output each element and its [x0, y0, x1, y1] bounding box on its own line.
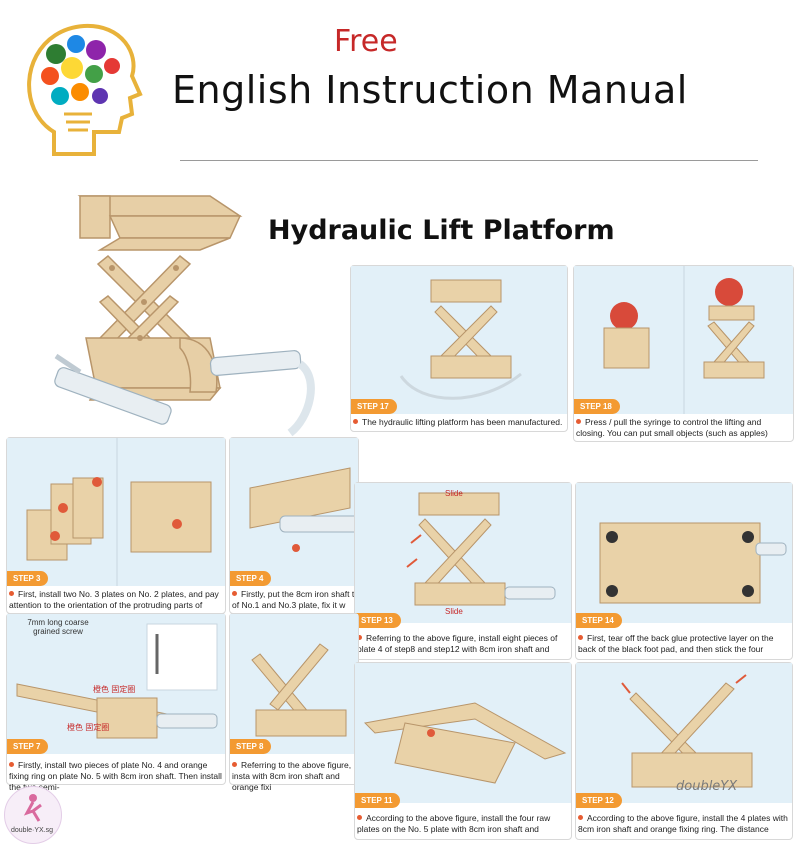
orange-ring-label-2: 橙色 固定圈: [67, 723, 110, 732]
step-14-image: [576, 483, 792, 623]
brain-lightbulb-logo: [27, 23, 143, 156]
step-3-panel: STEP 3 First, install two No. 3 plates o…: [6, 437, 226, 614]
step-13-panel: Slide Slide STEP 13 Referring to the abo…: [354, 482, 572, 660]
screw-note: 7mm long coarse grained screw: [27, 618, 89, 636]
step-17-badge: STEP 17: [351, 399, 397, 414]
step-12-badge: STEP 12: [576, 793, 622, 808]
step-13-caption: Referring to the above figure, install e…: [357, 633, 558, 654]
brand-badge: double·YX.sg: [4, 786, 62, 844]
slide-label-top: Slide: [445, 489, 463, 498]
step-8-caption: Referring to the above figure, insta wit…: [232, 760, 352, 792]
product-title: Hydraulic Lift Platform: [268, 215, 615, 246]
dancer-icon: [23, 794, 42, 822]
step-13-badge: STEP 13: [355, 613, 401, 628]
step-11-badge: STEP 11: [355, 793, 401, 808]
step-7-image: [7, 614, 225, 754]
step-11-image: [355, 663, 571, 803]
brand-small-text: double·YX.sg: [11, 827, 54, 834]
step-12-caption: According to the above figure, install t…: [578, 813, 788, 834]
step-8-badge: STEP 8: [230, 739, 272, 754]
step-8-panel: STEP 8 Referring to the above figure, in…: [229, 613, 359, 792]
step-14-badge: STEP 14: [576, 613, 622, 628]
step-3-badge: STEP 3: [7, 571, 49, 586]
step-7-panel: 7mm long coarse grained screw 橙色 固定圈 橙色 …: [6, 613, 226, 792]
watermark-text: doubleYX: [676, 779, 738, 794]
step-4-panel: STEP 4 Firstly, put the 8cm iron shaft t…: [229, 437, 361, 614]
step-8-image: [230, 614, 358, 754]
step-11-panel: STEP 11 According to the above figure, i…: [354, 662, 572, 840]
step-12-panel: doubleYX STEP 12 According to the above …: [575, 662, 793, 840]
slide-label-bottom: Slide: [445, 607, 463, 616]
step-17-caption: The hydraulic lifting platform has been …: [353, 417, 565, 428]
step-3-caption: First, install two No. 3 plates on No. 2…: [9, 589, 219, 610]
step-14-panel: STEP 14 First, tear off the back glue pr…: [575, 482, 793, 660]
step-14-caption: First, tear off the back glue protective…: [578, 633, 774, 654]
step-13-image: [355, 483, 571, 623]
step-4-image: [230, 438, 361, 586]
step-18-image: [574, 266, 793, 414]
step-3-image: [7, 438, 225, 586]
step-7-badge: STEP 7: [7, 739, 49, 754]
step-4-badge: STEP 4: [230, 571, 272, 586]
step-18-caption: Press / pull the syringe to control the …: [576, 417, 768, 438]
manual-title: English Instruction Manual: [172, 68, 688, 112]
step-11-caption: According to the above figure, install t…: [357, 813, 551, 834]
free-label: Free: [334, 24, 398, 59]
header-divider: [180, 160, 758, 161]
step-18-panel: STEP 18 Press / pull the syringe to cont…: [573, 265, 794, 442]
orange-ring-label-1: 橙色 固定圈: [93, 685, 136, 694]
step-18-badge: STEP 18: [574, 399, 620, 414]
hero-product-image: [54, 195, 315, 437]
step-17-panel: STEP 17 The hydraulic lifting platform h…: [350, 265, 568, 432]
step-4-caption: Firstly, put the 8cm iron shaft t of No.…: [232, 589, 355, 610]
step-12-image: [576, 663, 792, 803]
step-17-image: [351, 266, 567, 414]
